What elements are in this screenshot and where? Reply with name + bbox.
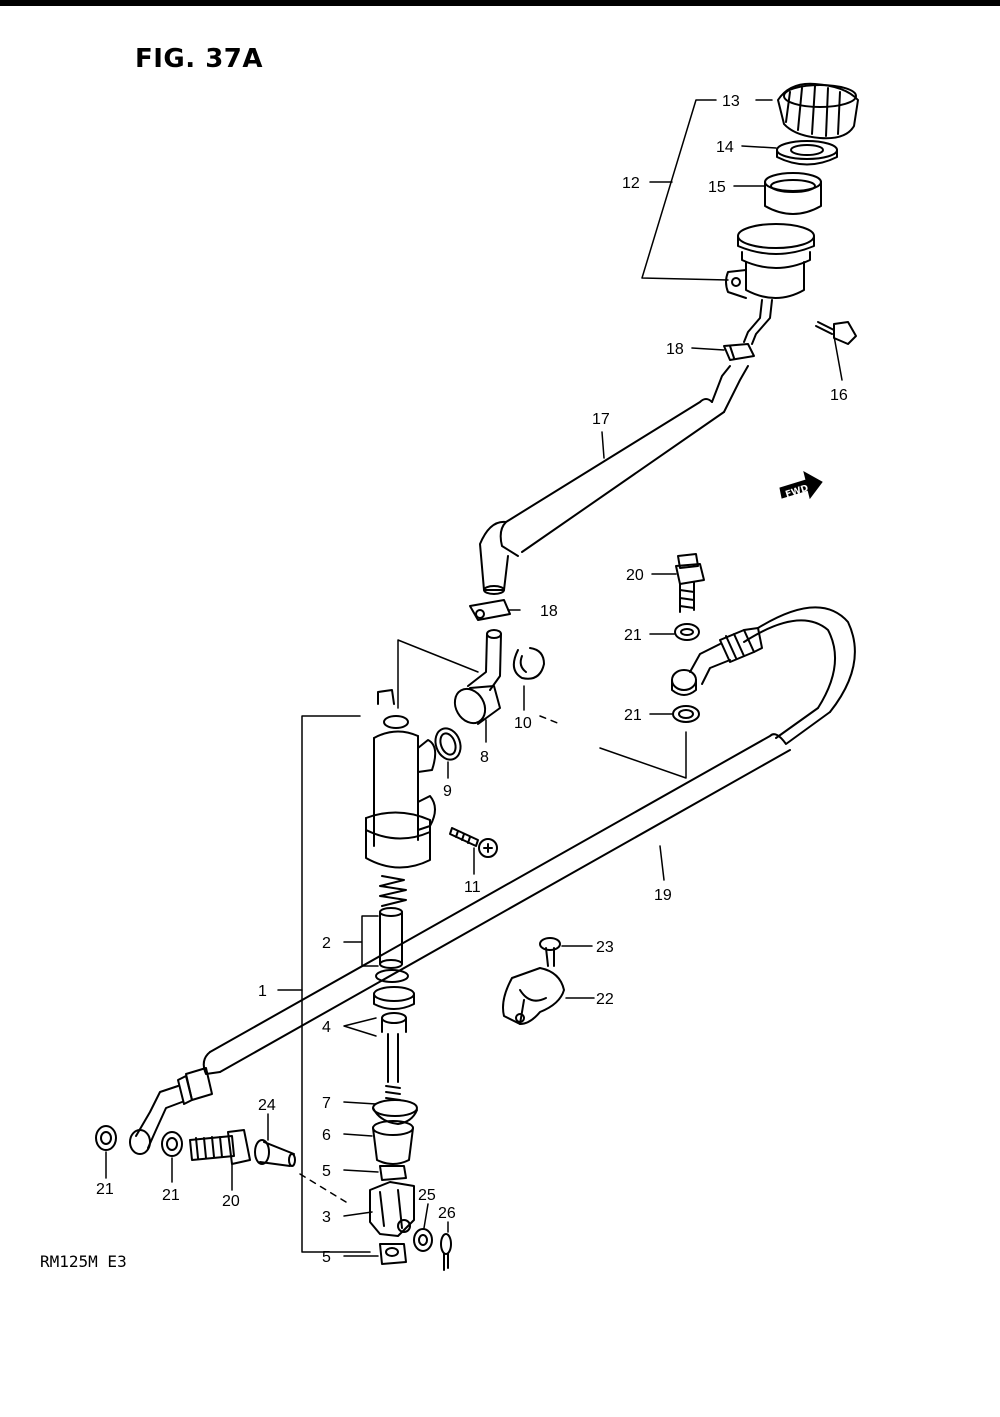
callout-7: 7 xyxy=(322,1095,331,1112)
callout-22: 22 xyxy=(596,991,614,1008)
callout-25: 25 xyxy=(418,1187,436,1204)
callout-18: 18 xyxy=(540,603,558,620)
clevis-pin-part xyxy=(254,1139,296,1167)
guide-screw-part xyxy=(539,937,561,967)
sealing-washer-a xyxy=(674,623,700,641)
callout-21: 21 xyxy=(624,627,642,644)
reservoir-tank-part xyxy=(725,223,815,345)
callout-20: 20 xyxy=(626,567,644,584)
banjo-bolt-upper xyxy=(675,553,705,613)
callout-1: 1 xyxy=(258,983,267,1000)
callout-9: 9 xyxy=(443,783,452,800)
circlip-part xyxy=(512,647,545,680)
callout-10: 10 xyxy=(514,715,532,732)
callout-24: 24 xyxy=(258,1097,276,1114)
callout-21: 21 xyxy=(624,707,642,724)
callout-21: 21 xyxy=(162,1187,180,1204)
clevis-washer-part xyxy=(413,1228,433,1252)
o-ring-part xyxy=(434,727,462,761)
master-cylinder-body xyxy=(365,689,437,869)
callout-16: 16 xyxy=(830,387,848,404)
reservoir-diaphragm-part xyxy=(764,172,822,215)
hose-fitting-lower xyxy=(129,1067,213,1155)
piston-spring xyxy=(379,875,407,907)
reservoir-bolt-part xyxy=(815,321,857,345)
piston-part xyxy=(373,907,415,1010)
body-bolt-part xyxy=(449,827,498,858)
push-rod-sleeve-part xyxy=(372,1120,414,1165)
callout-17: 17 xyxy=(592,411,610,428)
callout-3: 3 xyxy=(322,1209,331,1226)
callout-19: 19 xyxy=(654,887,672,904)
callout-21: 21 xyxy=(96,1181,114,1198)
callout-14: 14 xyxy=(716,139,734,156)
callout-11: 11 xyxy=(464,879,481,896)
hose-fitting-upper xyxy=(689,627,763,685)
callout-13: 13 xyxy=(722,93,740,110)
reservoir-hose-part xyxy=(479,365,749,595)
callout-labels: 1 2 3 4 5 5 6 7 8 9 10 11 12 13 14 15 16… xyxy=(96,93,848,1266)
brake-hose-part xyxy=(202,606,856,1075)
callout-4: 4 xyxy=(322,1019,331,1036)
cotter-pin-part xyxy=(440,1233,452,1271)
banjo-bolt-lower xyxy=(189,1129,251,1165)
forward-arrow-icon: FWD xyxy=(779,471,823,500)
callout-6: 6 xyxy=(322,1127,331,1144)
hose-guide-part xyxy=(502,967,565,1025)
sealing-washer-c xyxy=(672,705,700,723)
callout-2: 2 xyxy=(322,935,331,952)
push-rod-boot-part xyxy=(372,1099,418,1125)
callout-5: 5 xyxy=(322,1249,331,1266)
clevis-part xyxy=(369,1181,415,1237)
top-border xyxy=(0,0,1000,6)
reservoir-plate-part xyxy=(776,140,838,166)
callout-5: 5 xyxy=(322,1163,331,1180)
reservoir-cap-part xyxy=(777,82,859,140)
sealing-washer-d xyxy=(95,1125,117,1151)
sealing-washer-b xyxy=(671,669,697,696)
nut-part xyxy=(379,1165,407,1265)
figure-title: FIG. 37A xyxy=(135,44,264,74)
push-rod-part xyxy=(381,1012,407,1101)
callout-12: 12 xyxy=(622,175,640,192)
callout-26: 26 xyxy=(438,1205,456,1222)
hose-clamp-lower xyxy=(469,599,511,621)
callout-23: 23 xyxy=(596,939,614,956)
sealing-washer-e xyxy=(161,1131,183,1157)
hose-clamp-upper xyxy=(723,343,755,361)
model-code: RM125M E3 xyxy=(40,1252,127,1271)
callout-18: 18 xyxy=(666,341,684,358)
callout-20: 20 xyxy=(222,1193,240,1210)
callout-leaders xyxy=(105,99,843,1257)
hose-joint-part xyxy=(453,629,502,725)
callout-8: 8 xyxy=(480,749,489,766)
callout-15: 15 xyxy=(708,179,726,196)
